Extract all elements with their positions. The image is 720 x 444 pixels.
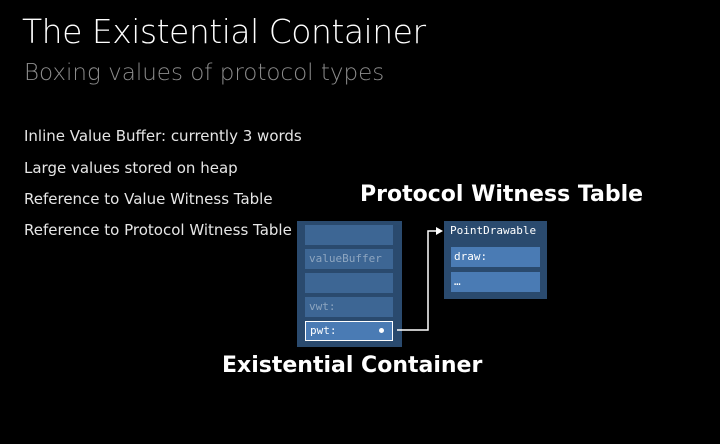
bullet-protocol-witness-table: Reference to Protocol Witness Table (24, 221, 292, 239)
pwt-type-name: PointDrawable (450, 224, 537, 237)
pwt-entry-ellipsis: … (451, 272, 540, 292)
pointer-dot-icon (379, 328, 384, 333)
value-buffer-word-2: valueBuffer (305, 249, 393, 269)
value-buffer-word-3 (305, 273, 393, 293)
protocol-witness-table-heading: Protocol Witness Table (360, 182, 644, 207)
pwt-cell-label: pwt: (310, 324, 337, 337)
bullet-inline-value-buffer: Inline Value Buffer: currently 3 words (24, 127, 302, 145)
bullet-large-values-heap: Large values stored on heap (24, 159, 238, 177)
slide-subtitle: Boxing values of protocol types (24, 60, 385, 86)
protocol-witness-table-box: PointDrawable draw: … (444, 221, 547, 299)
pwt-entry-draw: draw: (451, 247, 540, 267)
value-buffer-word-1 (305, 225, 393, 245)
existential-container-heading: Existential Container (222, 353, 483, 378)
slide-title: The Existential Container (22, 12, 426, 51)
vwt-cell: vwt: (305, 297, 393, 317)
pwt-cell: pwt: (305, 321, 393, 341)
existential-container-box: valueBuffer vwt: pwt: (297, 221, 402, 347)
bullet-value-witness-table: Reference to Value Witness Table (24, 190, 273, 208)
